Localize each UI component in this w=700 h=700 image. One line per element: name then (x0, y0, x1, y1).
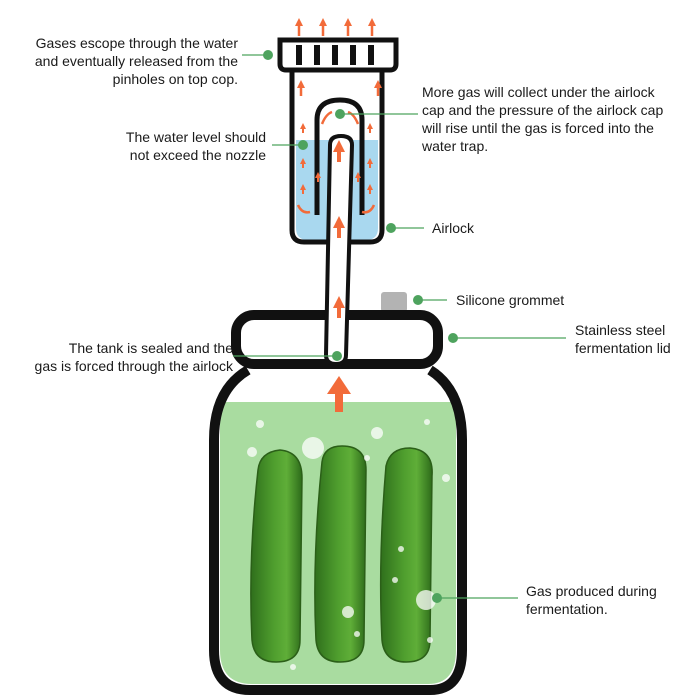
label-airlock: Airlock (432, 220, 475, 236)
cap-pinholes (296, 45, 374, 65)
label-more-gas: More gas will collect under the airlock … (422, 84, 664, 154)
arrow-up-icon (355, 172, 361, 182)
leader-lines (233, 50, 566, 603)
gas-bubbles (247, 419, 450, 670)
arrow-up-icon (295, 18, 303, 36)
label-tank-sealed: The tank is sealed and the gas is forced… (34, 340, 233, 374)
arrow-up-icon (367, 123, 373, 133)
silicone-grommet (381, 292, 407, 312)
arrow-up-icon (297, 80, 305, 96)
curved-arrow-icon (361, 204, 376, 214)
arrow-up-icon (300, 123, 306, 133)
arrow-up-icon (300, 184, 306, 194)
label-gases-escape: Gases escope through the water and event… (34, 35, 238, 87)
airlock-inner-cap (314, 97, 365, 215)
gas-flow-arrows (295, 18, 382, 412)
airlock (277, 37, 399, 367)
airlock-stem (323, 133, 355, 367)
arrow-up-icon (319, 18, 327, 36)
arrow-up-icon (374, 80, 382, 96)
arrow-up-icon (333, 216, 345, 238)
arrow-up-icon (333, 296, 345, 318)
pickle-right (379, 447, 433, 663)
arrow-up-icon (327, 376, 351, 412)
pickle-middle (314, 445, 367, 663)
arrow-up-icon (367, 184, 373, 194)
airlock-body (289, 65, 385, 245)
jar (209, 365, 467, 695)
curved-arrow-icon (320, 110, 333, 125)
pickle-left (250, 449, 303, 663)
arrow-up-icon (368, 18, 376, 36)
arrow-up-icon (300, 158, 306, 168)
arrow-up-icon (315, 172, 321, 182)
curved-arrow-icon (296, 204, 311, 214)
arrow-up-icon (367, 158, 373, 168)
label-fermentation-lid: Stainless steel fermentation lid (575, 322, 671, 356)
jar-outline (209, 365, 467, 695)
label-water-level: The water level should not exceed the no… (125, 129, 266, 163)
label-gas-produced: Gas produced during fermentation. (526, 583, 657, 617)
label-silicone-grommet: Silicone grommet (456, 292, 565, 308)
arrow-up-icon (344, 18, 352, 36)
curved-arrow-icon (347, 110, 360, 125)
arrow-up-icon (333, 140, 345, 162)
